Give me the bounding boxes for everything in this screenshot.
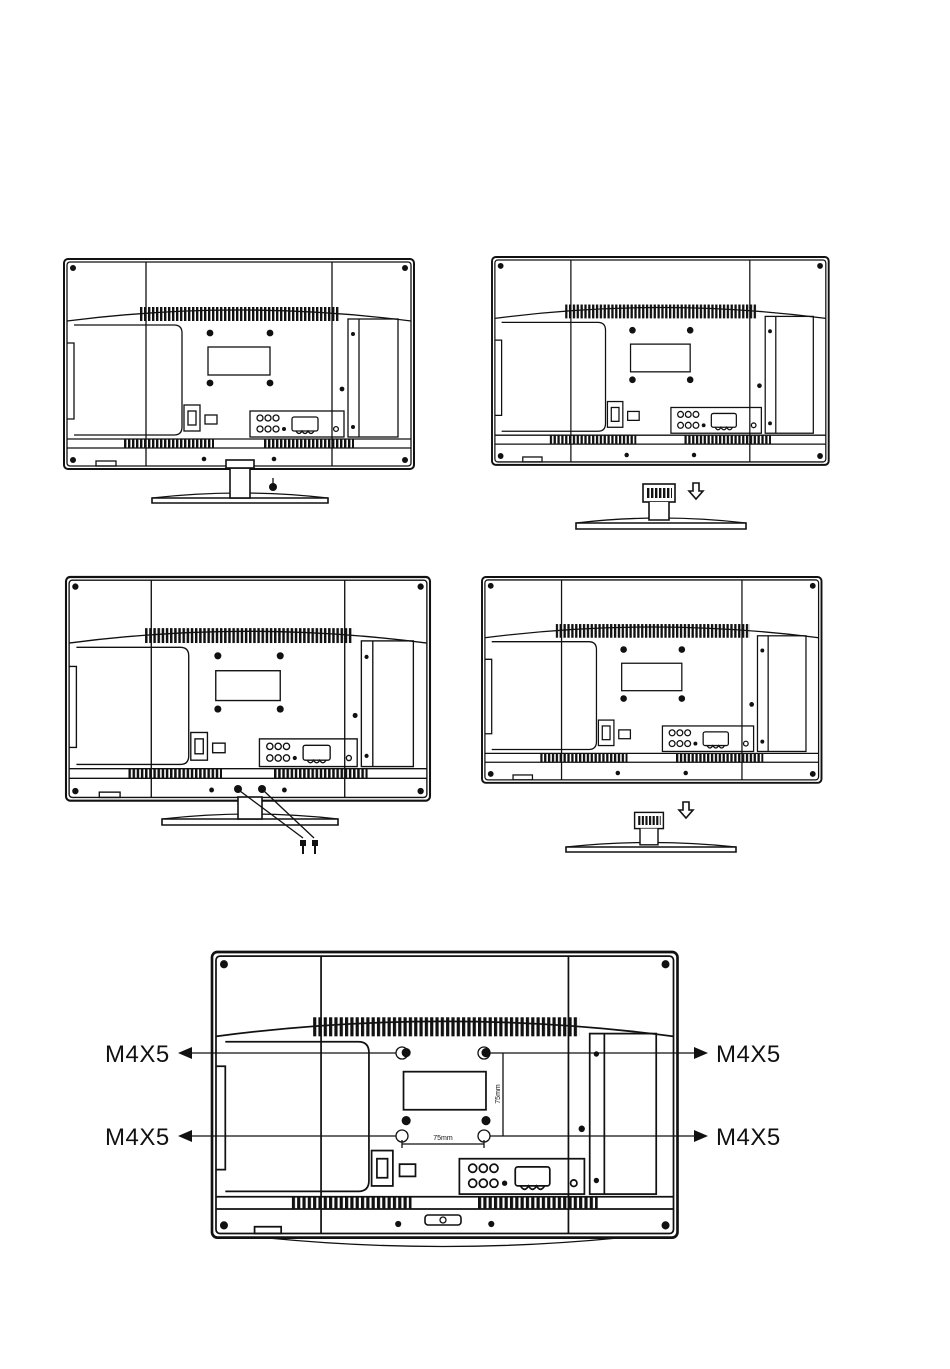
arrow-right-icon xyxy=(694,1047,708,1059)
dimension-vertical-label: 75mm xyxy=(495,1084,502,1104)
tv-back-with-stand xyxy=(64,259,414,503)
tv-back-wall-mount: 75mm 75mm M4X5 M4X5 M4X5 M4X5 xyxy=(105,952,781,1247)
tv-back-stand-detached xyxy=(482,577,822,852)
screw-label-bottom-left: M4X5 xyxy=(105,1124,170,1151)
tv-back-stand-removed xyxy=(492,257,829,529)
screw-icon xyxy=(300,840,318,854)
screw-label-bottom-right: M4X5 xyxy=(716,1124,781,1151)
arrow-right-icon xyxy=(694,1130,708,1142)
down-arrow-icon xyxy=(689,483,703,499)
screw-label-top-left: M4X5 xyxy=(105,1041,170,1068)
arrow-left-icon xyxy=(178,1130,192,1142)
down-arrow-icon xyxy=(679,802,693,818)
arrow-left-icon xyxy=(178,1047,192,1059)
screw-label-top-right: M4X5 xyxy=(716,1041,781,1068)
dimension-horizontal-label: 75mm xyxy=(433,1135,453,1142)
tv-back-screws-removed xyxy=(66,577,430,854)
